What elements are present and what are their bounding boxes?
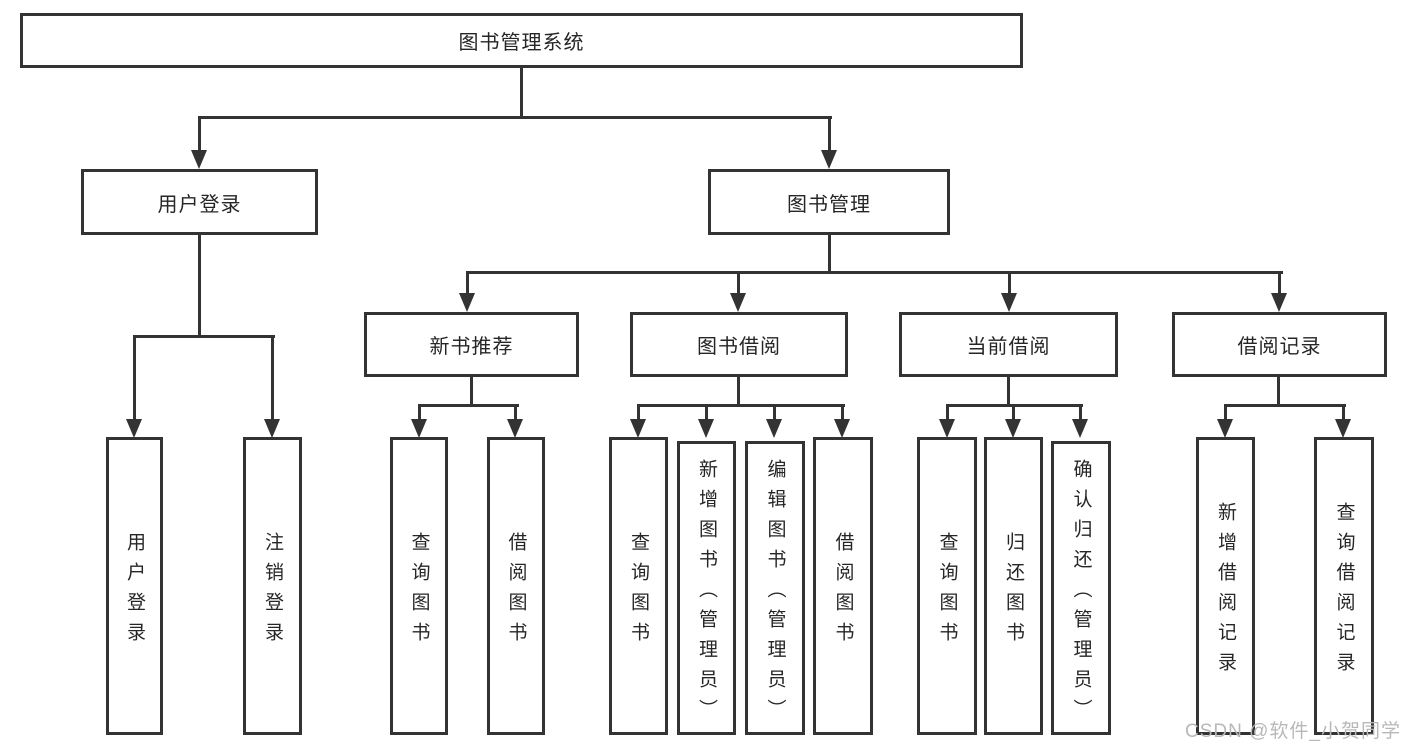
arrowhead-down	[1335, 419, 1351, 438]
node-root: 图书管理系统	[20, 13, 1023, 68]
arrowhead-down	[459, 293, 475, 312]
arrowhead-down	[939, 419, 955, 438]
leaf-confirm-return-admin: 确认归还（管理员）	[1051, 441, 1111, 735]
connector-line	[470, 375, 473, 407]
arrowhead-down	[821, 150, 837, 169]
connector-line	[1007, 375, 1010, 407]
leaf-logout: 注销登录	[243, 437, 302, 735]
connector-line	[841, 404, 844, 421]
connector-line	[1278, 271, 1281, 296]
arrowhead-down	[630, 419, 646, 438]
arrowhead-down	[264, 419, 280, 438]
node-book-management: 图书管理	[708, 169, 950, 235]
connector-line	[1224, 404, 1346, 407]
connector-line	[1224, 404, 1227, 421]
leaf-query-borrow-record: 查询借阅记录	[1314, 437, 1374, 735]
connector-line	[637, 404, 640, 421]
arrowhead-down	[126, 419, 142, 438]
arrowhead-down	[411, 419, 427, 438]
leaf-query-books-current: 查询图书	[917, 437, 977, 735]
connector-line	[418, 404, 421, 421]
node-book-borrowing: 图书借阅	[630, 312, 848, 377]
connector-line	[520, 66, 523, 118]
connector-line	[946, 404, 949, 421]
arrowhead-down	[1001, 293, 1017, 312]
connector-line	[1277, 375, 1280, 407]
connector-line	[1079, 404, 1082, 421]
connector-line	[198, 116, 832, 119]
arrowhead-down	[1271, 293, 1287, 312]
leaf-add-books-admin: 新增图书（管理员）	[677, 441, 736, 735]
watermark: CSDN @软件_小贺同学	[1185, 721, 1401, 742]
leaf-query-books-borrowing: 查询图书	[609, 437, 668, 735]
leaf-edit-books-admin: 编辑图书（管理员）	[745, 441, 805, 735]
connector-line	[737, 375, 740, 407]
connector-line	[1342, 404, 1345, 421]
leaf-add-borrow-record: 新增借阅记录	[1196, 437, 1255, 735]
arrowhead-down	[766, 419, 782, 438]
arrowhead-down	[1072, 419, 1088, 438]
connector-line	[514, 404, 517, 421]
connector-line	[1012, 404, 1015, 421]
connector-line	[828, 233, 831, 274]
connector-line	[466, 271, 469, 296]
leaf-query-books-recommend: 查询图书	[390, 437, 448, 735]
connector-line	[271, 335, 274, 420]
arrowhead-down	[191, 150, 207, 169]
leaf-borrow-books-recommend: 借阅图书	[487, 437, 545, 735]
leaf-user-login: 用户登录	[106, 437, 163, 735]
connector-line	[466, 271, 1283, 274]
connector-line	[828, 116, 831, 154]
connector-line	[418, 404, 519, 407]
connector-line	[198, 233, 201, 337]
connector-line	[773, 404, 776, 421]
leaf-borrow-books-borrowing: 借阅图书	[813, 437, 873, 735]
connector-line	[133, 335, 136, 420]
connector-line	[1008, 271, 1011, 296]
node-user-login: 用户登录	[81, 169, 318, 235]
leaf-return-books: 归还图书	[984, 437, 1043, 735]
connector-line	[737, 271, 740, 296]
node-new-book-recommend: 新书推荐	[364, 312, 579, 377]
connector-line	[198, 116, 201, 154]
arrowhead-down	[834, 419, 850, 438]
arrowhead-down	[1217, 419, 1233, 438]
node-borrowing-records: 借阅记录	[1172, 312, 1387, 377]
connector-line	[705, 404, 708, 421]
arrowhead-down	[730, 293, 746, 312]
arrowhead-down	[1005, 419, 1021, 438]
node-current-borrowing: 当前借阅	[899, 312, 1118, 377]
arrowhead-down	[698, 419, 714, 438]
arrowhead-down	[507, 419, 523, 438]
connector-line	[637, 404, 845, 407]
connector-line	[133, 335, 275, 338]
